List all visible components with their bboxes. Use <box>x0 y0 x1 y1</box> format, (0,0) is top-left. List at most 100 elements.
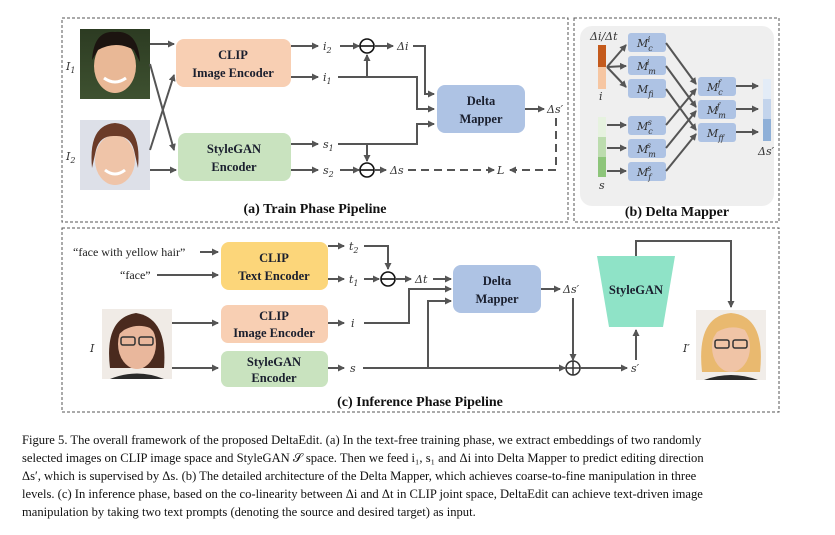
mapper-style-blocks: Mcs Mms Mfs <box>628 116 666 182</box>
clip-image-encoder-inference <box>221 305 328 343</box>
mapper-input-i-label: i <box>599 90 603 103</box>
svg-text:Mfs: Mfs <box>636 164 653 182</box>
clip-image-encoder-inf-title: CLIP <box>259 309 289 323</box>
svg-text:Mci: Mci <box>636 35 653 53</box>
block-mmf <box>698 100 736 119</box>
caption-line: Δs′, which is supervised by Δs. (b) The … <box>22 469 697 483</box>
block-mci <box>628 33 666 52</box>
arrow-i1-stylegan <box>149 63 176 151</box>
label-output-image: I′ <box>682 342 690 355</box>
stylegan-generator <box>597 256 675 327</box>
train-panel-border <box>61 17 569 223</box>
block-mfi <box>628 79 666 98</box>
clip-text-encoder-title: CLIP <box>259 251 289 265</box>
arrow-s1-mapper <box>338 120 435 145</box>
var-t2: t2 <box>349 240 359 255</box>
arrow-t2-minus <box>364 245 392 270</box>
var-loss: L <box>496 164 504 177</box>
block-mms <box>628 139 666 158</box>
var-i: i <box>351 317 355 330</box>
mapper-output-label: Δs′ <box>757 145 775 158</box>
mapper-output-bar-1 <box>763 79 771 99</box>
mapper-input-s-bar-1 <box>598 117 606 137</box>
arrow-i2-clip <box>149 74 176 151</box>
arrow-i1-minus <box>338 54 371 78</box>
arrow-i1-mapper <box>367 76 435 113</box>
svg-text:Mcs: Mcs <box>636 118 653 136</box>
var-delta-s-prime-inf: Δs′ <box>562 283 580 296</box>
input-image-i2 <box>80 120 150 190</box>
mapper-panel-background <box>580 26 774 206</box>
var-s2: s2 <box>323 164 334 179</box>
var-t1: t1 <box>349 273 359 288</box>
block-mmi <box>628 56 666 75</box>
prompt-source: “face” <box>120 268 151 282</box>
mapper-output-bar-3 <box>763 119 771 141</box>
clip-image-encoder-title: CLIP <box>218 48 248 62</box>
mapper-output-bar-2 <box>763 99 771 119</box>
stylegan-encoder-train <box>178 133 291 181</box>
mapper-panel-title: (b) Delta Mapper <box>625 205 729 220</box>
mapper-input-delta-bar <box>598 45 606 67</box>
clip-text-encoder-subtitle: Text Encoder <box>238 269 310 283</box>
figure-caption: Figure 5. The overall framework of the p… <box>22 431 818 521</box>
dashed-arrow-delta-s-prime-loss <box>509 118 557 174</box>
delta-mapper-inf-subtitle: Mapper <box>475 292 519 306</box>
var-s-prime: s′ <box>631 362 640 375</box>
train-panel-title: (a) Train Phase Pipeline <box>244 202 387 217</box>
delta-mapper-inference <box>453 265 541 313</box>
framework-diagram: I1 I2 CLIP Image Encoder StyleGAN Encode… <box>61 17 780 413</box>
arrow-delta-i-mapper <box>413 45 435 98</box>
inference-panel-title: (c) Inference Phase Pipeline <box>337 395 503 410</box>
var-delta-s-prime: Δs′ <box>546 103 564 116</box>
mapper-input-s-label: s <box>599 179 605 192</box>
stylegan-encoder-inf-subtitle: Encoder <box>251 371 297 385</box>
stylegan-encoder-title: StyleGAN <box>207 142 261 156</box>
inference-panel-border <box>61 227 780 413</box>
input-image-i <box>102 309 172 379</box>
mapper-image-blocks: Mci Mmi Mfi <box>628 33 666 99</box>
var-delta-i: Δi <box>396 40 408 53</box>
block-mcf <box>698 77 736 96</box>
delta-mapper-train <box>437 85 525 133</box>
delta-mapper-subtitle: Mapper <box>459 112 503 126</box>
arrow-generator-output <box>635 240 735 308</box>
caption-line: levels. (c) In inference phase, based on… <box>22 487 703 501</box>
var-delta-s: Δs <box>389 164 404 177</box>
arrow-i-mapper <box>364 285 452 324</box>
var-s: s <box>350 362 356 375</box>
clip-image-encoder-inf-subtitle: Image Encoder <box>233 326 315 340</box>
stylegan-generator-label: StyleGAN <box>609 283 663 297</box>
caption-line: selected images on CLIP image space and … <box>22 451 704 465</box>
stylegan-encoder-inference <box>221 351 328 387</box>
var-delta-t: Δt <box>414 273 428 286</box>
caption-line: manipulation by taking two text prompts … <box>22 505 476 519</box>
label-i2: I2 <box>65 150 75 165</box>
mapper-fusion-blocks: Mcf Mmf Mff <box>698 77 736 143</box>
mapper-arrows <box>606 42 759 175</box>
block-mcs <box>628 116 666 135</box>
delta-mapper-inf-title: Delta <box>483 274 512 288</box>
var-i1: i1 <box>323 71 332 86</box>
label-input-image: I <box>89 342 95 355</box>
svg-text:Mcf: Mcf <box>706 79 723 97</box>
prompt-target: “face with yellow hair” <box>73 245 185 259</box>
var-i2: i2 <box>323 40 332 55</box>
mapper-input-i-bar <box>598 67 606 89</box>
mapper-panel-border <box>573 17 780 223</box>
caption-line: Figure 5. The overall framework of the p… <box>22 433 702 447</box>
arrow-s-mapper <box>427 297 452 368</box>
output-image <box>696 310 766 380</box>
stylegan-encoder-inf-title: StyleGAN <box>247 355 301 369</box>
label-i1: I1 <box>65 60 75 75</box>
delta-mapper-title: Delta <box>467 94 496 108</box>
stylegan-encoder-subtitle: Encoder <box>211 160 257 174</box>
mapper-input-s-bar-2 <box>598 137 606 157</box>
mapper-input-s-bar-3 <box>598 157 606 177</box>
block-mfs <box>628 162 666 181</box>
var-s1: s1 <box>323 138 334 153</box>
clip-image-encoder-subtitle: Image Encoder <box>192 66 274 80</box>
clip-text-encoder <box>221 242 328 290</box>
block-mff <box>698 123 736 142</box>
mapper-input-delta-label: Δi/Δt <box>589 30 618 43</box>
